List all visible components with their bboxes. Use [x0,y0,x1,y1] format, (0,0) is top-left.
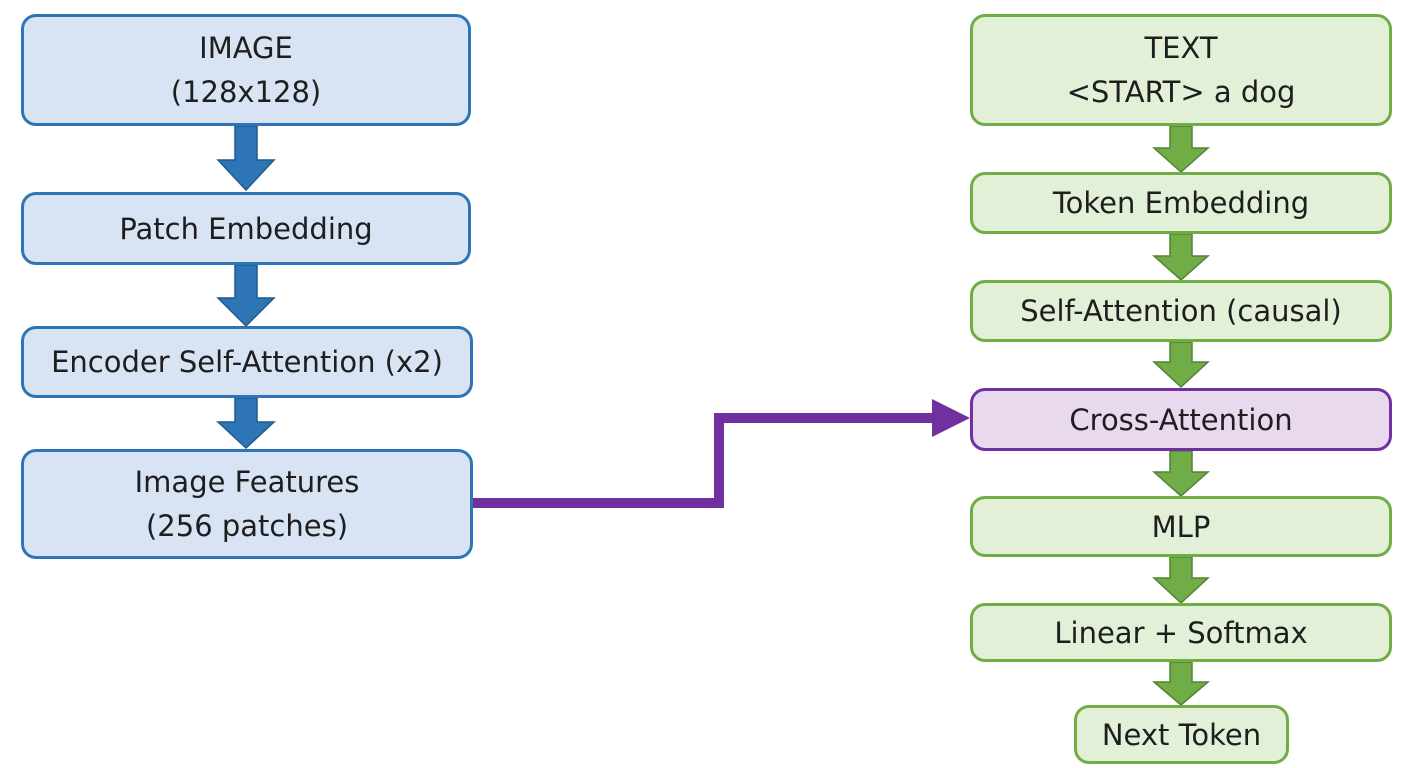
image-features-box: Image Features (256 patches) [21,449,473,559]
arrow-features-to-cross [472,413,938,508]
arrow-self-to-cross [1152,341,1210,389]
arrow-text-to-token [1152,125,1210,174]
image-input-box: IMAGE (128x128) [21,14,471,126]
arrow-image-to-patch [216,125,276,192]
image-features-title: Image Features [134,465,360,499]
text-input-tokens: <START> a dog [1066,75,1296,109]
arrow-linear-to-next [1151,661,1211,706]
mlp-box: MLP [970,496,1392,557]
arrow-encoder-to-features [216,397,276,450]
encoder-self-attention-label: Encoder Self-Attention (x2) [51,345,443,379]
mlp-label: MLP [1151,509,1211,544]
patch-embedding-label: Patch Embedding [119,211,373,246]
self-attention-label: Self-Attention (causal) [1020,294,1342,328]
text-input-title: TEXT [1144,31,1218,65]
cross-attention-label: Cross-Attention [1069,402,1293,437]
self-attention-box: Self-Attention (causal) [970,280,1392,342]
token-embedding-label: Token Embedding [1052,186,1310,220]
encoder-self-attention-box: Encoder Self-Attention (x2) [21,326,473,398]
text-input-box: TEXT <START> a dog [970,14,1392,126]
image-input-title: IMAGE [199,31,293,65]
cross-attention-box: Cross-Attention [970,388,1392,451]
arrow-mlp-to-linear [1152,556,1210,605]
linear-softmax-label: Linear + Softmax [1054,615,1308,650]
patch-embedding-box: Patch Embedding [21,192,471,265]
token-embedding-box: Token Embedding [970,172,1392,234]
image-features-count: (256 patches) [145,509,349,543]
next-token-box: Next Token [1074,705,1289,764]
arrow-features-to-cross-head [932,399,970,437]
next-token-label: Next Token [1101,717,1262,752]
linear-softmax-box: Linear + Softmax [970,603,1392,662]
arrow-token-to-self [1152,233,1210,282]
arrow-patch-to-encoder [216,264,276,328]
arrow-cross-to-mlp [1152,450,1210,498]
image-input-size: (128x128) [170,75,322,109]
